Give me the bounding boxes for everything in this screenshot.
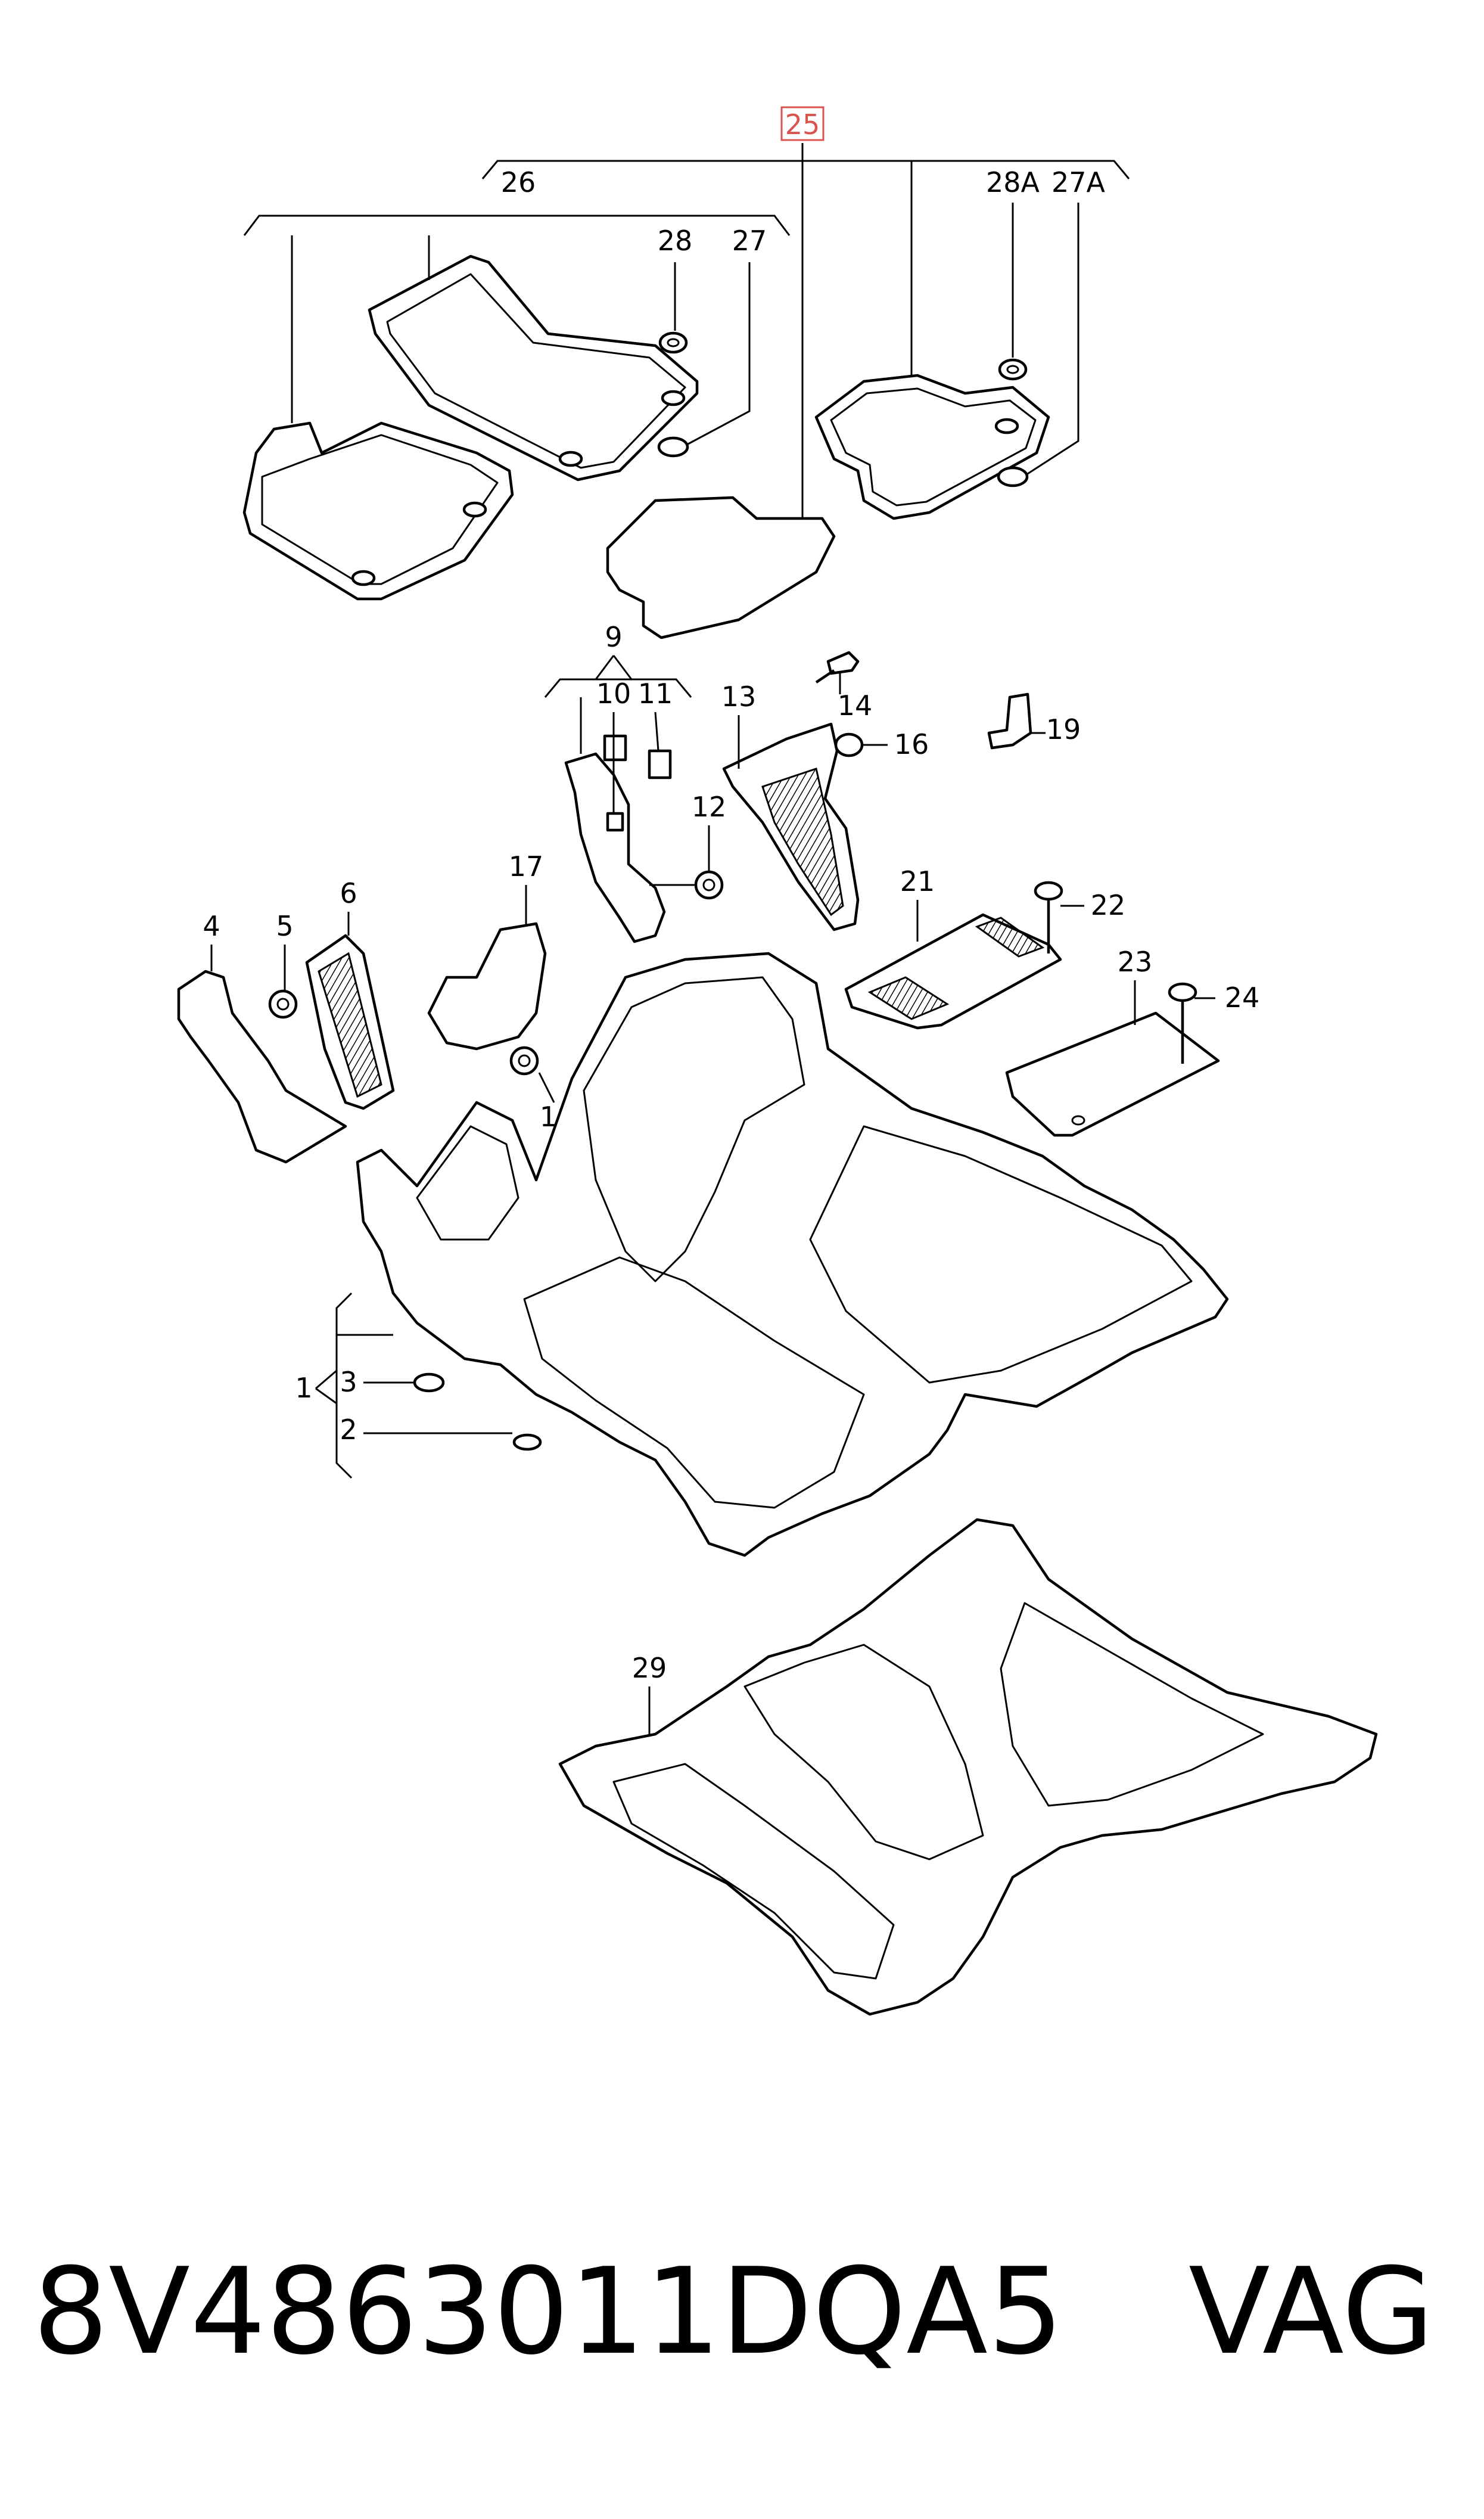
- carpet-tunnel: [583, 976, 805, 1282]
- callout-29[interactable]: 29: [632, 1652, 667, 1684]
- callout-6[interactable]: 6: [340, 877, 357, 909]
- trim-panel-17[interactable]: [427, 922, 547, 1051]
- clip-10b-icon: [606, 812, 624, 832]
- lead-9a: [595, 655, 615, 680]
- screw-24-icon[interactable]: [1168, 982, 1197, 1002]
- screw-14-shank: [815, 669, 835, 684]
- callout-9[interactable]: 9: [605, 621, 622, 653]
- callout-14[interactable]: 14: [838, 689, 873, 722]
- carpet-29-tunnel: [743, 1644, 984, 1860]
- callout-25[interactable]: 25: [785, 108, 820, 141]
- clip-11-icon[interactable]: [648, 749, 672, 779]
- floor-mat-rear-center[interactable]: [606, 496, 836, 639]
- clip-28-hole: [667, 338, 680, 347]
- callout-25-box[interactable]: [780, 106, 825, 141]
- callout-22[interactable]: 22: [1091, 889, 1126, 921]
- panel-hole: [1071, 1115, 1085, 1126]
- lead-18: [538, 1072, 555, 1103]
- floor-mat-front-right-inner: [830, 387, 1037, 507]
- part-caption: 8V4863011DQA5 VAG: [0, 2223, 1484, 2402]
- trim-panel-9[interactable]: [564, 752, 666, 943]
- clip-28a-lower-icon: [994, 418, 1019, 434]
- clip-16-icon[interactable]: [834, 732, 864, 757]
- callout-28[interactable]: 28: [658, 225, 693, 257]
- insulation-panel-21[interactable]: [844, 913, 1062, 1030]
- footrest-4[interactable]: [177, 970, 347, 1164]
- callout-5[interactable]: 5: [276, 910, 293, 942]
- bracket-1: [335, 1292, 353, 1479]
- insulation-panel-21-vents-b: [867, 976, 950, 1020]
- lead-9b: [612, 655, 633, 680]
- carpet-rear-section: [809, 1125, 1193, 1384]
- callout-4[interactable]: 4: [203, 910, 220, 942]
- nut-5-hole: [276, 998, 290, 1011]
- callout-11[interactable]: 11: [638, 678, 673, 710]
- mat-grommet: [351, 570, 376, 586]
- lead-1a: [315, 1369, 337, 1390]
- carpet-29-rear: [1000, 1602, 1264, 1807]
- callout-24[interactable]: 24: [1225, 981, 1260, 1014]
- part-number: 8V4863011DQA5: [33, 2242, 1064, 2381]
- callout-16[interactable]: 16: [894, 728, 929, 760]
- floor-mat-front-right[interactable]: [814, 374, 1050, 520]
- clip-2-icon[interactable]: [512, 1433, 542, 1451]
- mat-grommet: [558, 451, 583, 467]
- nut-12-hole: [702, 878, 715, 892]
- callout-21[interactable]: 21: [900, 865, 935, 897]
- insulation-panel-21-vents: [975, 917, 1045, 958]
- insulation-panel-23[interactable]: [1005, 1011, 1220, 1137]
- callout-28a[interactable]: 28A: [986, 166, 1040, 198]
- clip-10-icon[interactable]: [603, 734, 627, 762]
- brand-name: VAG: [1189, 2242, 1435, 2381]
- floor-carpet-1[interactable]: [356, 952, 1229, 1557]
- carpet-footwell-left: [416, 1125, 519, 1241]
- clip-28a-hole: [1006, 365, 1019, 374]
- nut-18-hole: [518, 1054, 531, 1067]
- mat-grommet: [661, 390, 686, 406]
- callout-1[interactable]: 1: [295, 1372, 312, 1404]
- nut-5-icon[interactable]: [268, 989, 298, 1019]
- clip-19-icon[interactable]: [987, 692, 1032, 750]
- clip-27-icon[interactable]: [657, 436, 689, 458]
- callout-17[interactable]: 17: [509, 850, 544, 883]
- callout-2[interactable]: 2: [340, 1414, 357, 1446]
- callout-3[interactable]: 3: [340, 1366, 357, 1398]
- floor-mat-front-left-inner: [386, 273, 686, 469]
- screw-22-icon[interactable]: [1034, 881, 1063, 901]
- callout-27a[interactable]: 27A: [1051, 166, 1106, 198]
- lead-27: [687, 262, 751, 445]
- floor-mat-front-left[interactable]: [368, 254, 699, 482]
- clip-28-icon[interactable]: [658, 331, 688, 354]
- callout-23[interactable]: 23: [1118, 946, 1153, 978]
- lead-27a: [1027, 203, 1079, 475]
- nut-18-icon[interactable]: [509, 1046, 539, 1076]
- callout-26[interactable]: 26: [501, 166, 536, 198]
- clip-28a-icon[interactable]: [998, 358, 1028, 381]
- bracket-26: [243, 215, 791, 236]
- bracket-9: [544, 678, 692, 698]
- trim-panel-13-texture: [761, 768, 844, 917]
- lead-11: [654, 712, 659, 751]
- callout-19[interactable]: 19: [1046, 713, 1081, 746]
- callout-13[interactable]: 13: [721, 681, 757, 713]
- lead-1b: [315, 1387, 337, 1405]
- mat-grommet: [462, 501, 487, 518]
- floor-carpet-29[interactable]: [558, 1518, 1378, 2016]
- callout-27[interactable]: 27: [732, 225, 767, 257]
- callout-10[interactable]: 10: [596, 678, 631, 710]
- bracket-25: [481, 160, 1130, 179]
- carpet-front-section: [523, 1256, 865, 1509]
- carpet-29-front: [612, 1763, 895, 1980]
- pedal-cover-6-texture: [318, 952, 382, 1098]
- clip-27a-icon[interactable]: [997, 466, 1029, 487]
- clip-3-icon[interactable]: [413, 1372, 445, 1393]
- nut-12-icon[interactable]: [694, 870, 724, 900]
- callout-12[interactable]: 12: [692, 791, 727, 823]
